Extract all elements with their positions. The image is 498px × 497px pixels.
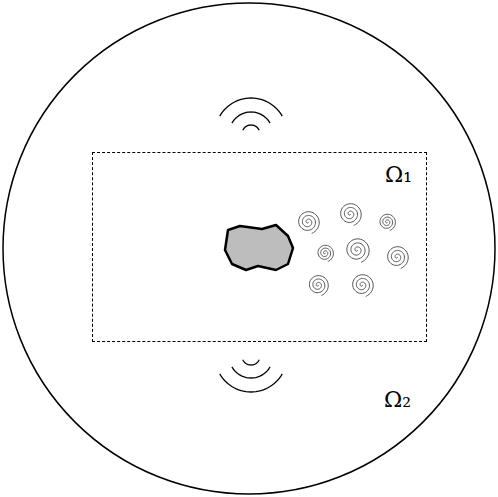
wave-arc: [243, 125, 259, 130]
wave-arc: [232, 367, 270, 378]
region-label: Ω₂: [384, 388, 411, 412]
vortex-spiral: [388, 247, 409, 269]
vortex-spiral: [299, 212, 320, 234]
vortex-spiral: [347, 239, 369, 263]
vortex-spiral: [380, 214, 395, 230]
subdomain-box: Ω₁: [92, 152, 427, 342]
wave-arc: [220, 374, 282, 392]
vortex-spiral: [341, 204, 362, 226]
region-label: Ω₁: [385, 163, 412, 187]
circle-border: [3, 3, 495, 494]
wave-arc: [232, 112, 270, 123]
vortex-spiral: [318, 245, 333, 261]
wave-arc: [243, 360, 259, 365]
obstacle: [225, 225, 293, 270]
vortex-spiral: [309, 276, 328, 296]
vortices: [299, 204, 409, 297]
vortex-spiral: [353, 275, 374, 297]
wave-arc: [220, 98, 282, 116]
